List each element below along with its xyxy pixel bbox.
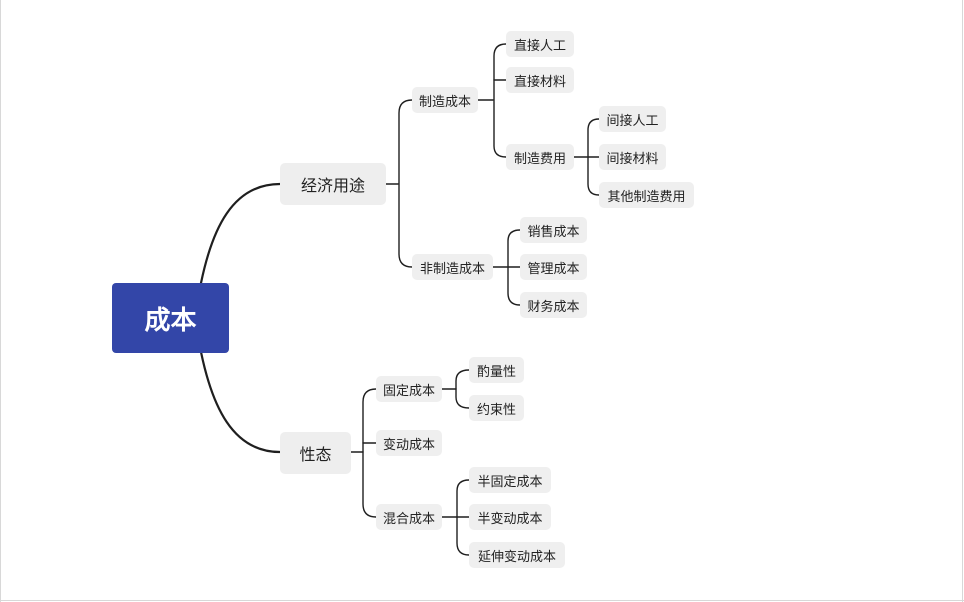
node-economic-purpose[interactable]: 经济用途 (280, 163, 386, 205)
node-direct-materials[interactable]: 直接材料 (506, 67, 574, 93)
node-cost-behavior[interactable]: 性态 (280, 432, 351, 474)
link-root-nature (199, 350, 282, 454)
node-discretionary[interactable]: 酌量性 (469, 357, 524, 383)
node-variable-cost[interactable]: 变动成本 (376, 430, 442, 456)
node-direct-labor[interactable]: 直接人工 (506, 31, 574, 57)
frame-border-bottom (0, 600, 964, 601)
node-extended-variable-cost[interactable]: 延伸变动成本 (469, 542, 565, 568)
node-mixed-cost[interactable]: 混合成本 (376, 504, 442, 530)
frame-border-left (0, 0, 1, 602)
node-indirect-labor[interactable]: 间接人工 (599, 106, 666, 132)
node-manufacturing-overhead[interactable]: 制造费用 (506, 144, 574, 170)
link-purpose-bracket (398, 99, 413, 268)
node-other-overhead[interactable]: 其他制造费用 (599, 182, 694, 208)
node-semi-fixed-cost[interactable]: 半固定成本 (469, 467, 551, 493)
root-node-cost[interactable]: 成本 (112, 283, 229, 353)
node-selling-cost[interactable]: 销售成本 (520, 217, 587, 243)
frame-border-right (962, 0, 963, 602)
node-administrative-cost[interactable]: 管理成本 (520, 254, 587, 280)
node-fixed-cost[interactable]: 固定成本 (376, 376, 442, 402)
link-manufacturing-bracket (493, 43, 507, 158)
link-fixed-bracket (455, 369, 470, 409)
node-indirect-materials[interactable]: 间接材料 (599, 144, 666, 170)
node-committed[interactable]: 约束性 (469, 395, 524, 421)
link-root-purpose (199, 182, 282, 285)
node-manufacturing-cost[interactable]: 制造成本 (412, 87, 478, 113)
node-non-manufacturing-cost[interactable]: 非制造成本 (412, 254, 493, 280)
link-nature-bracket (362, 388, 377, 518)
node-financial-cost[interactable]: 财务成本 (520, 292, 587, 318)
node-semi-variable-cost[interactable]: 半变动成本 (469, 504, 551, 530)
